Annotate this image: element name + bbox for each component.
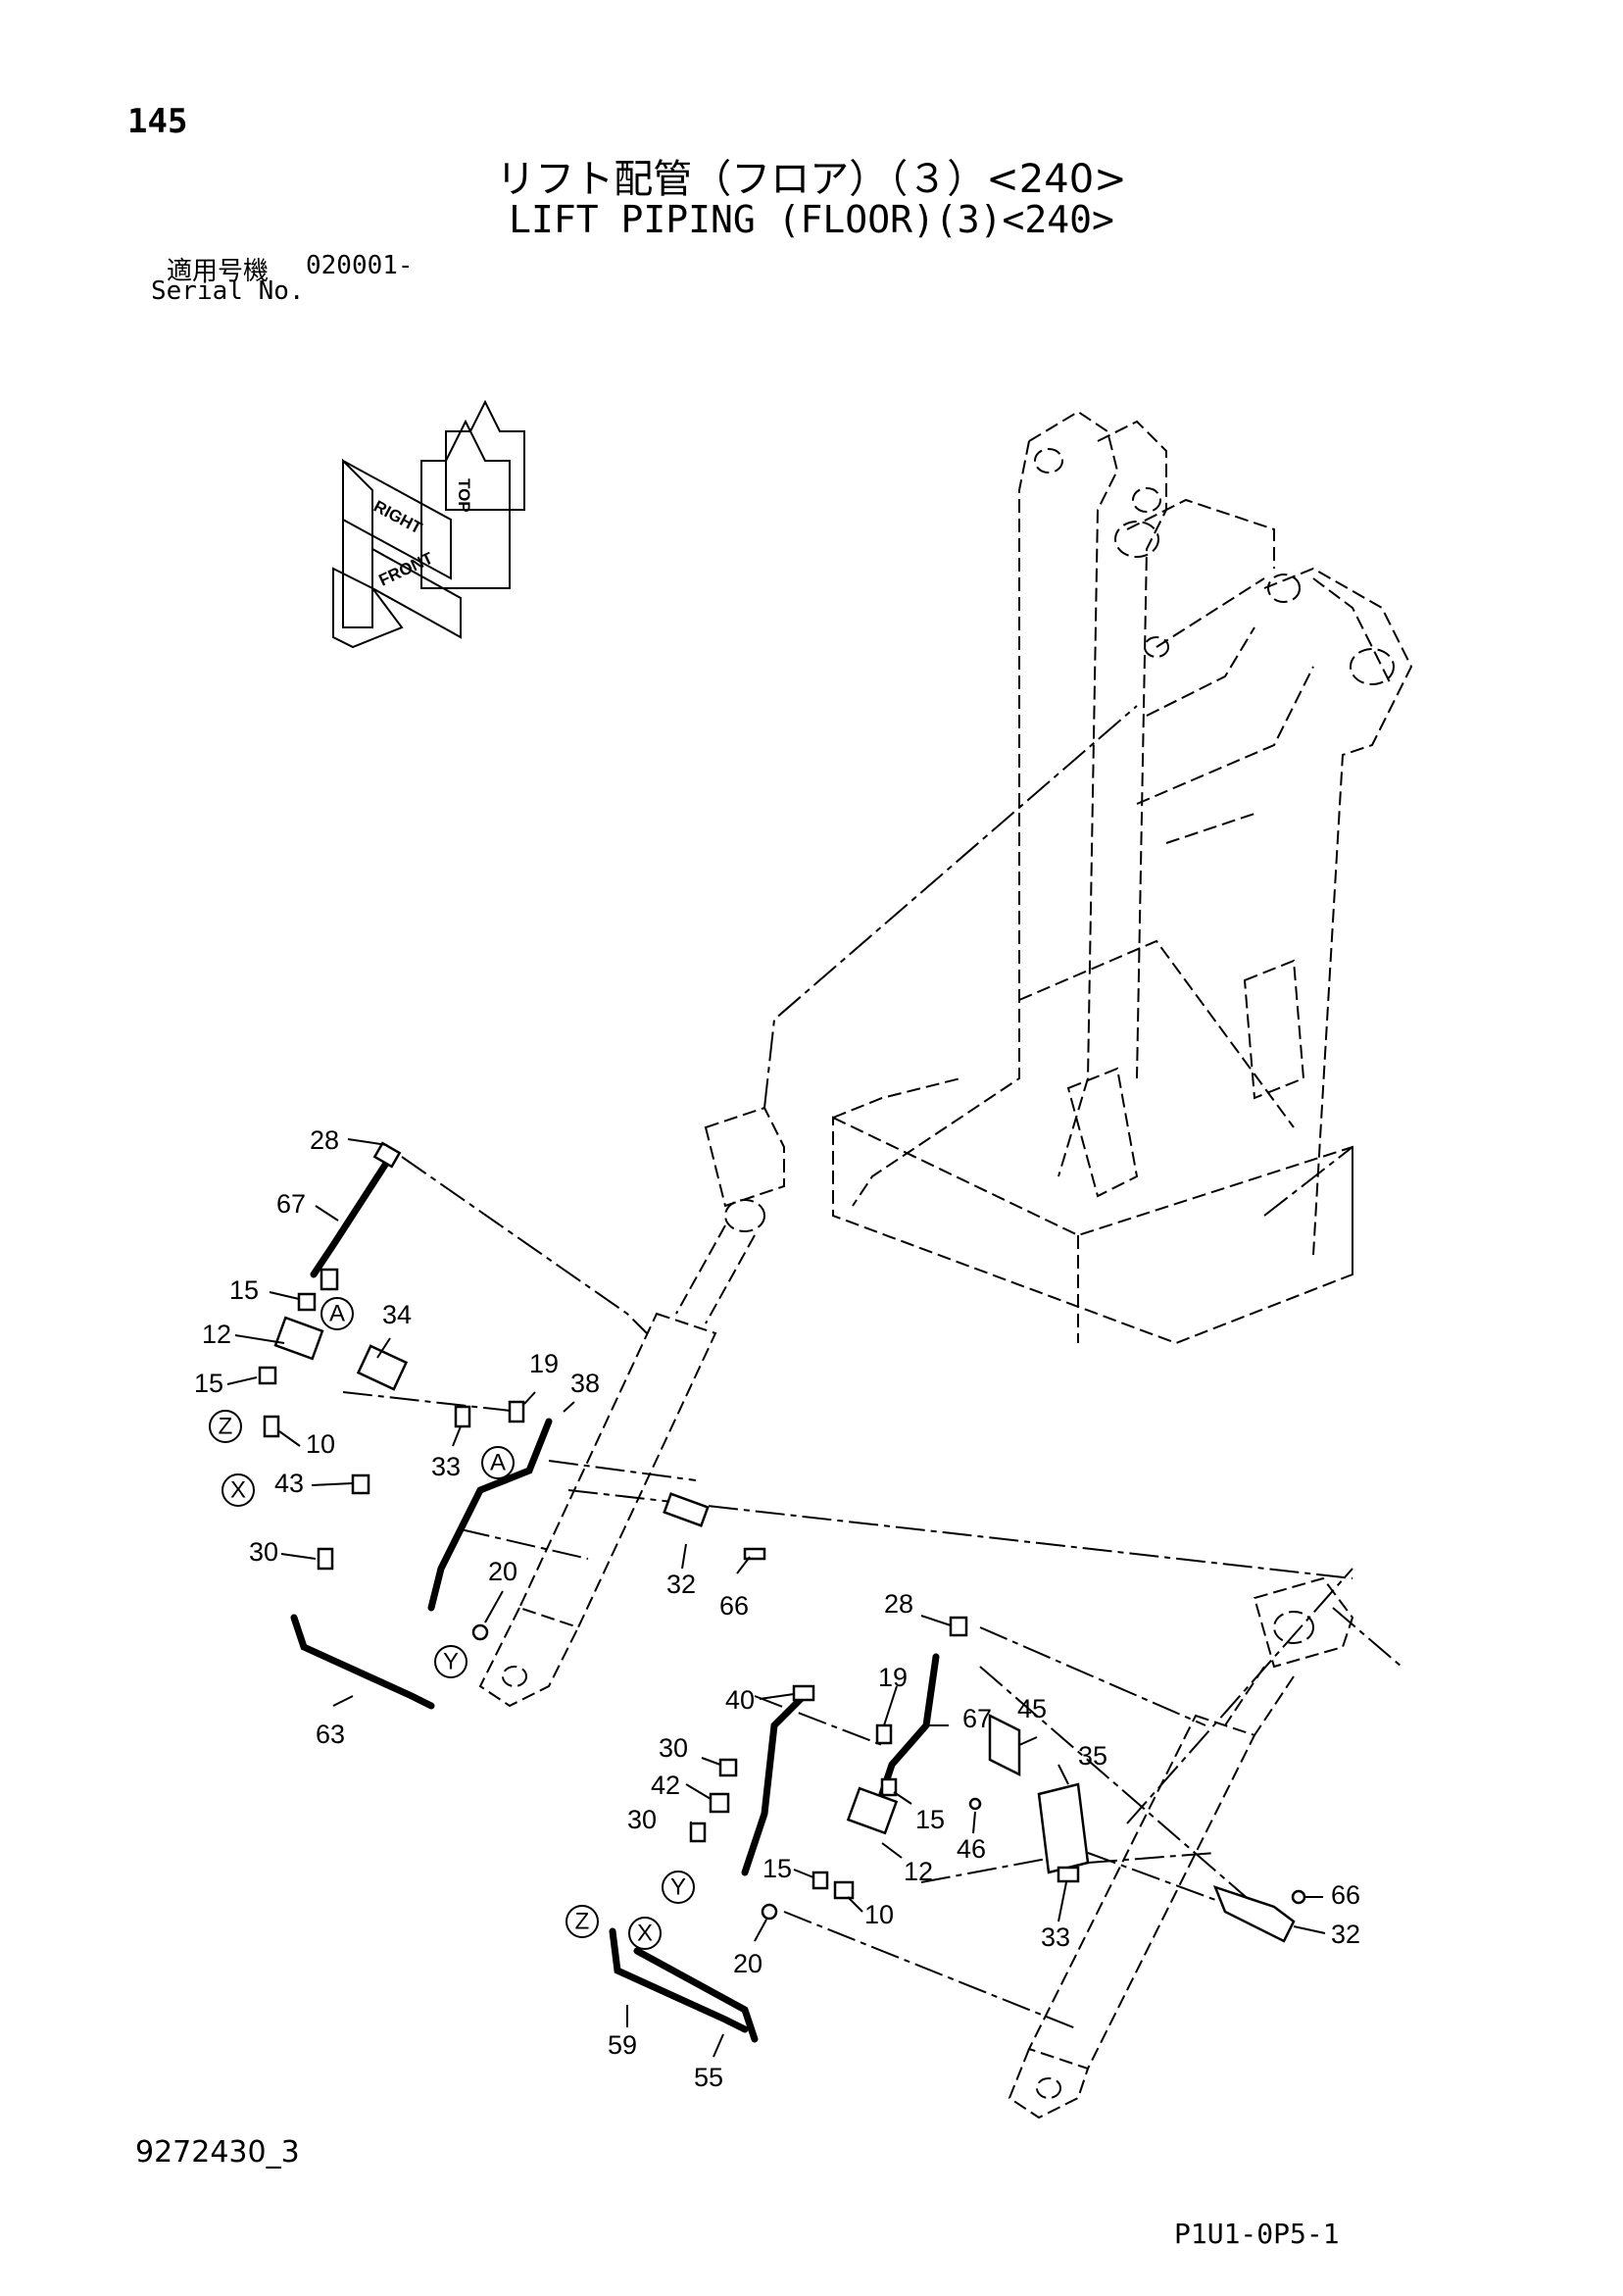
ref-letter-z-right: Z [575,1909,590,1935]
callout-28-right: 28 [884,1589,913,1619]
ref-circle-y-left [434,1645,467,1678]
orientation-indicator: TOP RIGHT FRONT [332,399,525,649]
serial-number-value: 020001- [306,251,414,280]
callout-33-right: 33 [1041,1922,1070,1952]
ref-circle-z-right [566,1905,599,1938]
callout-19-left: 19 [529,1349,559,1378]
callout-30-left: 30 [249,1537,278,1567]
callout-59-right: 59 [608,2030,637,2060]
callout-43-left: 43 [274,1469,304,1498]
ref-circle-z-left [209,1410,242,1443]
callout-28-left: 28 [310,1125,339,1155]
callout-32-right: 32 [1331,1920,1360,1949]
lift-arm-frame [832,410,1413,1345]
callout-33-left: 33 [431,1452,461,1481]
ref-circle-x-right [628,1917,662,1950]
page-title-english: LIFT PIPING (FLOOR)(3)<240> [509,198,1114,241]
callout-66-right: 66 [1331,1880,1360,1910]
page-title-japanese: リフト配管（フロア）（３）<240> [496,157,1127,202]
serial-label-japanese: 適用号機 [167,257,270,286]
callout-46-right: 46 [957,1834,986,1864]
callout-12-right: 12 [904,1857,933,1886]
callout-15-right-a: 15 [915,1805,945,1834]
callouts-left-group: 28 67 15 12 34 15 10 19 38 33 43 30 20 3… [194,1125,749,1749]
ref-letter-a-upper: A [329,1301,345,1327]
ref-circle-a-upper [320,1297,354,1330]
orientation-top-label: TOP [455,478,473,513]
page-code: P1U1-0P5-1 [1174,2218,1340,2250]
callout-67-right: 67 [962,1704,992,1733]
callout-40-right: 40 [725,1685,755,1715]
callout-30-right-b: 30 [627,1805,657,1834]
callout-45-right: 45 [1017,1694,1047,1723]
callout-10-right: 10 [864,1900,894,1929]
ref-letter-z-left: Z [219,1414,233,1440]
ref-letter-y-left: Y [443,1649,459,1675]
callout-42-right: 42 [651,1771,680,1800]
ref-letter-y-right: Y [670,1874,686,1901]
callout-66-left: 66 [719,1591,749,1621]
ref-letter-x-left: X [230,1477,246,1504]
callout-15-left-a: 15 [229,1275,259,1305]
document-code: 9272430_3 [135,2135,300,2170]
right-piping-assembly [609,1616,1306,2043]
ref-circle-y-right [662,1871,695,1904]
callout-20-right: 20 [733,1949,762,1978]
callout-12-left: 12 [202,1320,231,1349]
callout-15-right-b: 15 [762,1854,792,1883]
callout-leaders [226,1138,1326,2058]
callout-30-right-a: 30 [659,1733,688,1763]
callouts-right-group: 28 40 19 67 45 35 30 42 30 15 46 12 15 1… [608,1589,1360,2092]
callout-38-left: 38 [570,1369,600,1398]
orientation-right-label: RIGHT [370,497,425,538]
callout-20-left: 20 [488,1557,517,1586]
callout-35-right: 35 [1078,1741,1107,1771]
callout-34-left: 34 [382,1300,412,1329]
ref-letter-x-right: X [637,1921,653,1947]
serial-label-english: Serial No. [151,276,305,306]
callout-67-left: 67 [276,1189,306,1219]
left-lift-cylinder [478,1106,785,1708]
ref-circle-a-lower [481,1446,515,1479]
callout-32-left: 32 [666,1570,696,1599]
callout-19-right: 19 [878,1663,908,1692]
ref-circle-x-left [221,1473,255,1507]
page-number: 145 [127,102,188,141]
right-lift-cylinder [1008,1576,1354,2120]
callout-55-right: 55 [694,2063,723,2092]
left-piping-assembly [258,1141,766,1710]
leader-lines [342,705,1402,2030]
circled-refs: A Z X A Y Y Z X [209,1297,695,1950]
callout-15-left-b: 15 [194,1369,223,1398]
callout-63-left: 63 [316,1720,345,1749]
ref-letter-a-lower: A [490,1450,506,1476]
callout-10-left: 10 [306,1429,335,1459]
